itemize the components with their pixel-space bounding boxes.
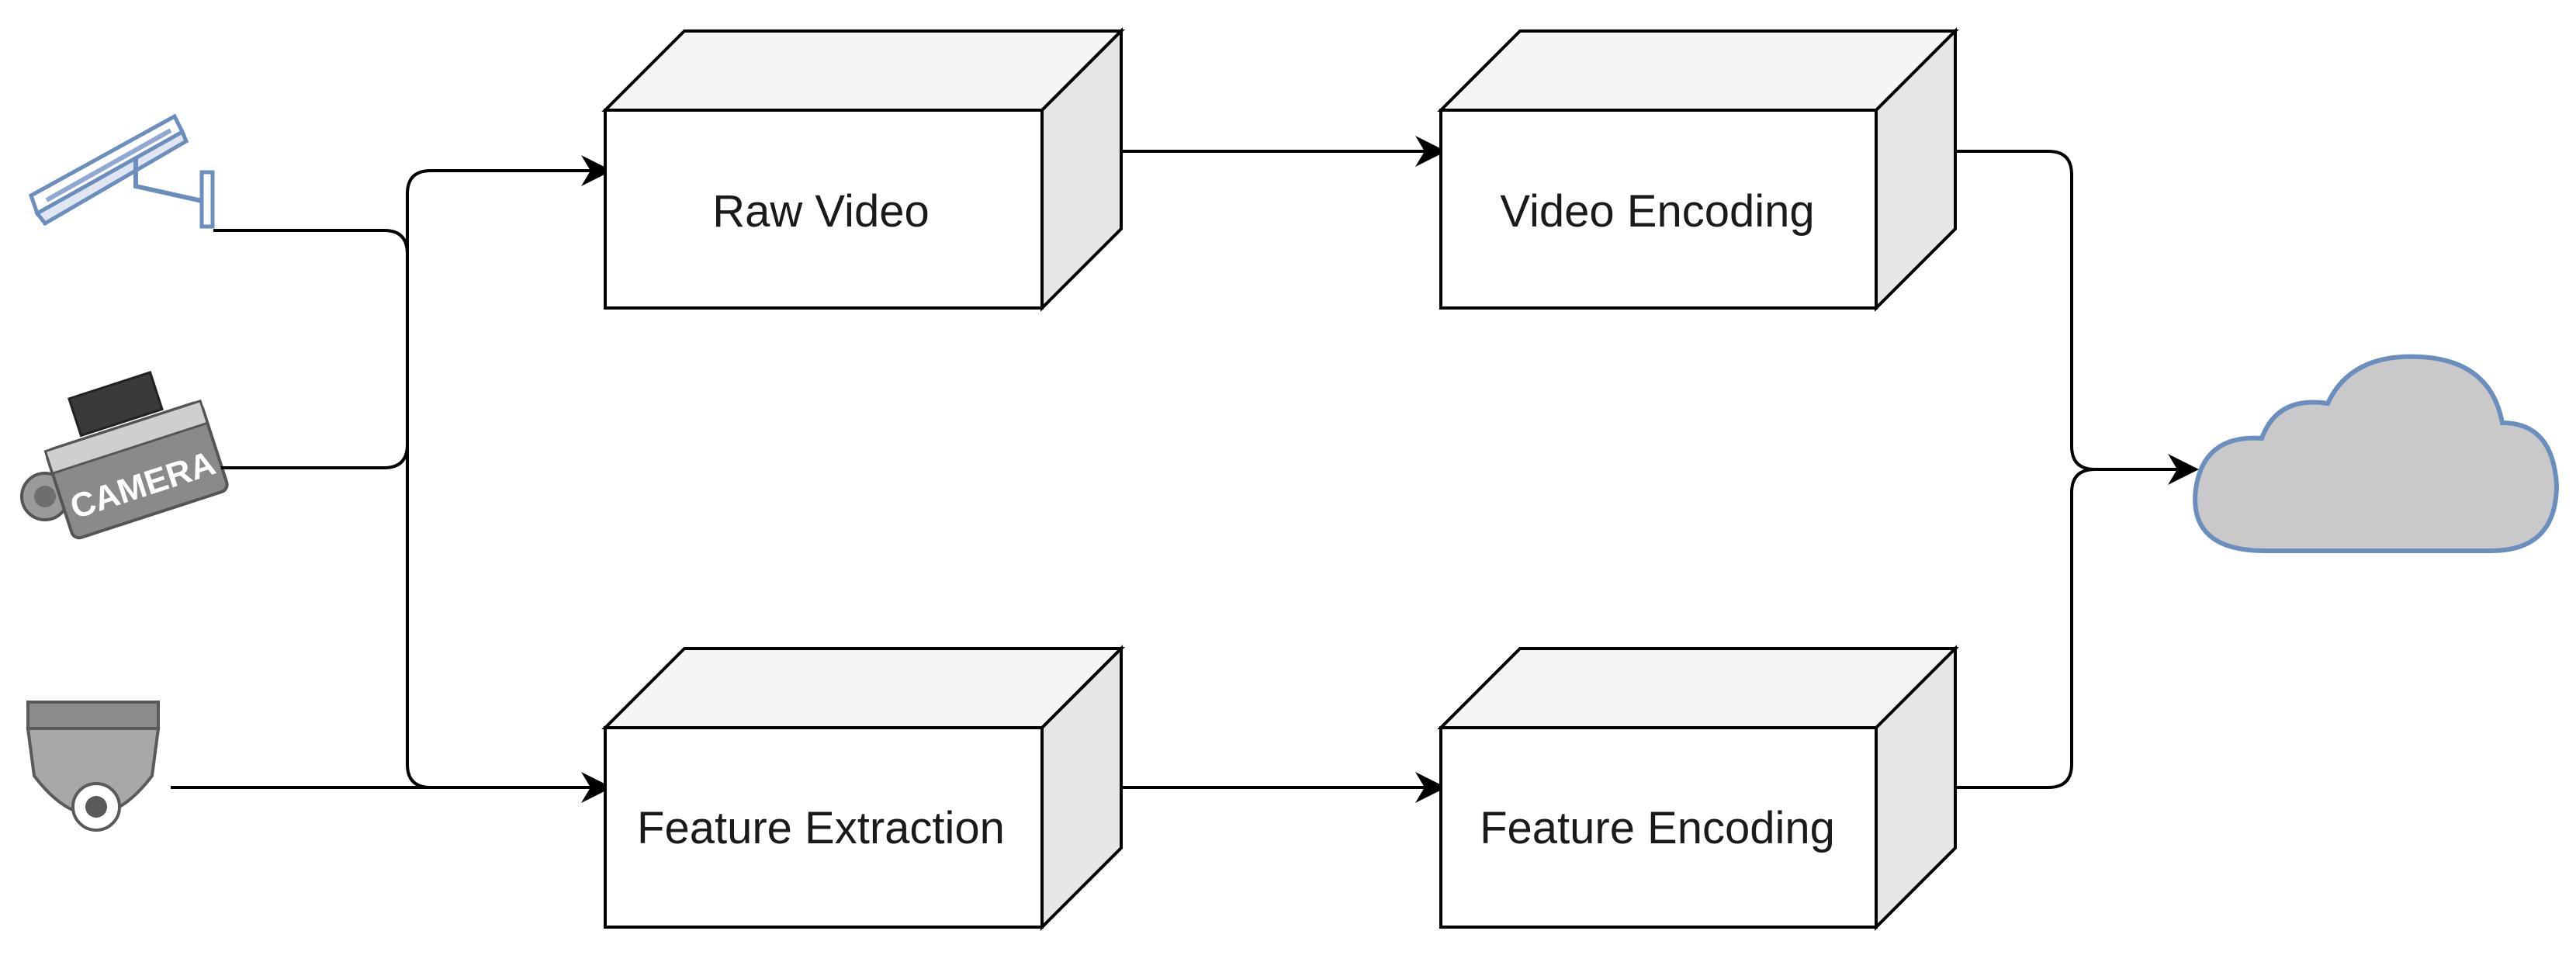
raw-video-label: Raw Video [712,186,929,237]
raw-video-box: Raw Video [601,27,1125,312]
connector-feature-encoding-to-cloud [1955,468,2096,789]
box-camera-icon: CAMERA [20,371,229,540]
cctv-bullet-camera-icon [28,113,215,229]
dome-camera-icon [26,701,161,832]
connector-box-camera-to-merge [221,254,409,469]
connector-cctv-to-raw-video [213,155,612,254]
feature-encoding-label: Feature Encoding [1480,803,1835,853]
connector-video-encoding-to-cloud [1955,150,2199,485]
feature-encoding-box: Feature Encoding [1437,645,1959,931]
video-encoding-box: Video Encoding [1437,27,1959,312]
video-encoding-label: Video Encoding [1500,186,1814,237]
cloud-icon [2193,354,2560,553]
feature-extraction-box: Feature Extraction [601,645,1125,931]
feature-extraction-label: Feature Extraction [637,803,1005,853]
connector-trunk-to-feature-extraction [406,445,612,803]
